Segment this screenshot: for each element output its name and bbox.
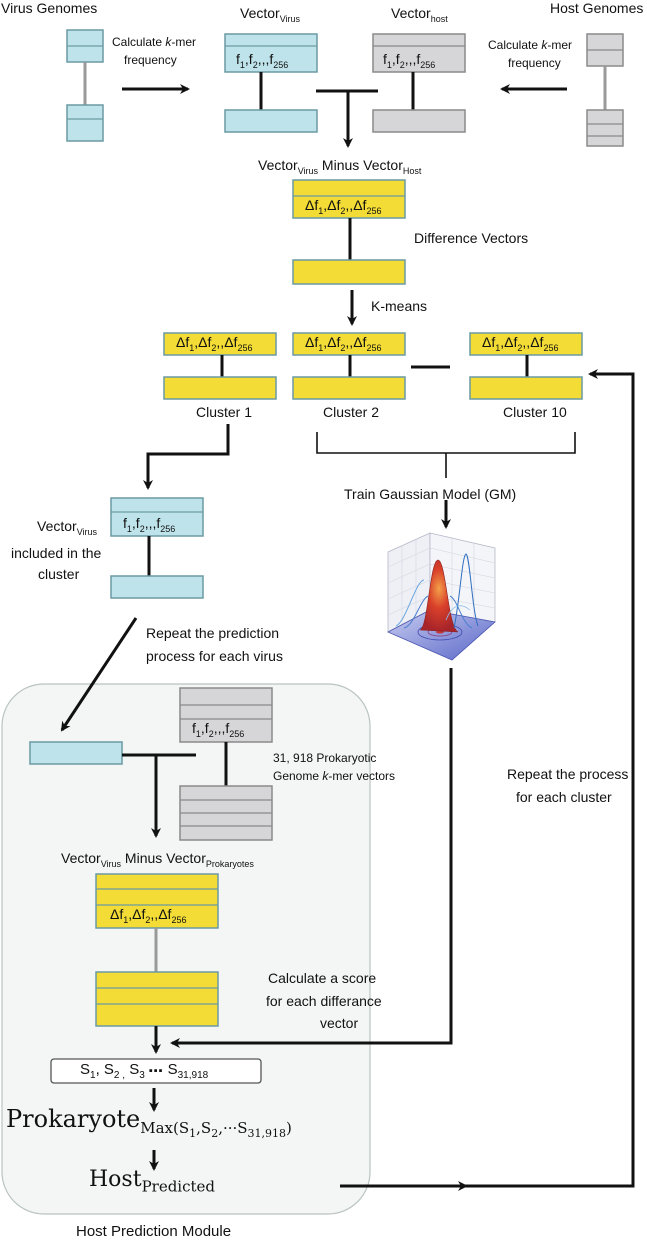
- host-genomes-title: Host Genomes: [550, 0, 644, 16]
- virus-genome-icon: [66, 29, 104, 142]
- prokaryotic-label-line2: Genome k-mer vectors: [273, 769, 396, 783]
- score-label-line2: for each differance: [266, 993, 382, 1009]
- scores-box: [50, 1058, 262, 1084]
- arrow-repeat-prediction: [60, 617, 138, 732]
- included-line2: cluster: [38, 566, 80, 582]
- module-difference-bottom: [95, 971, 219, 1027]
- host-predicted-formula: HostPredicted: [89, 1167, 216, 1196]
- vector-virus-cluster: [110, 497, 204, 599]
- score-label-line1: Calculate a score: [268, 970, 377, 986]
- difference-vectors-label: Difference Vectors: [414, 230, 529, 246]
- score-label-line3: vector: [320, 1015, 359, 1031]
- vector-virus-cluster-features: f1,f2,,,f256: [123, 515, 176, 534]
- repeat-loop-line: [340, 369, 635, 1188]
- calc-kmer-left-line2: frequency: [124, 53, 177, 67]
- module-difference-features: Δf1,Δf2,,Δf256: [110, 906, 187, 925]
- cluster-bracket: [316, 432, 576, 478]
- host-genome-icon: [586, 33, 624, 147]
- cluster2-label: Cluster 2: [323, 404, 380, 420]
- cluster1-features: Δf1,Δf2,,Δf256: [176, 334, 253, 353]
- module-virus-vector: [29, 741, 123, 765]
- calc-kmer-right-line1: Calculate k-mer: [488, 38, 573, 52]
- prokaryotic-vectors-top: [179, 687, 273, 786]
- difference-vector: [292, 179, 406, 285]
- minus-label-module: VectorVirus Minus VectorProkaryotes: [61, 850, 254, 869]
- vector-virus-features: f1,f2,,,f256: [236, 51, 289, 70]
- cluster10-features: Δf1,Δf2,,Δf256: [482, 334, 559, 353]
- vector-virus-included-label: VectorVirus: [37, 518, 98, 537]
- virus-genomes-title: Virus Genomes: [1, 0, 98, 16]
- cluster-1-vector: [163, 332, 277, 400]
- arrow-gm-to-score: [170, 668, 453, 1048]
- difference-features: Δf1,Δf2,,Δf256: [305, 197, 382, 216]
- calc-kmer-left-line1: Calculate k-mer: [112, 35, 197, 49]
- vector-host-features: f1,f2,,,f256: [383, 51, 436, 70]
- vector-virus-top: [224, 33, 318, 133]
- vector-virus-label: VectorVirus: [240, 5, 301, 24]
- cluster-10-vector: [469, 332, 583, 400]
- cluster2-features: Δf1,Δf2,,Δf256: [305, 334, 382, 353]
- repeat-prediction-line1: Repeat the prediction: [146, 625, 280, 641]
- cluster-2-vector: [292, 332, 406, 400]
- arrow-cluster1-down: [143, 424, 230, 490]
- vector-host-top: [372, 33, 466, 133]
- prokaryote-max-formula: ProkaryoteMax(S1,S2,···S31,918): [6, 1105, 292, 1140]
- repeat-prediction-line2: process for each virus: [146, 648, 283, 664]
- vector-host-label: Vectorhost: [391, 5, 448, 24]
- minus-label-top: VectorVirus Minus VectorHost: [258, 157, 422, 176]
- cluster1-label: Cluster 1: [196, 404, 253, 420]
- prokaryotic-vectors-bottom: [179, 785, 273, 841]
- included-line1: included in the: [11, 545, 102, 561]
- module-title: Host Prediction Module: [76, 1223, 232, 1240]
- repeat-cluster-line1: Repeat the process: [507, 766, 629, 782]
- cluster10-label: Cluster 10: [503, 404, 567, 420]
- repeat-cluster-line2: for each cluster: [516, 789, 612, 805]
- train-gm-label: Train Gaussian Model (GM): [344, 486, 517, 502]
- prokaryotic-label-line1: 31, 918 Prokaryotic: [273, 751, 377, 765]
- scores-list: S1, S2 , S3 ▪▪▪ S31,918: [80, 1061, 209, 1081]
- calc-kmer-right-line2: frequency: [508, 56, 561, 70]
- module-difference-top: [95, 873, 219, 972]
- kmeans-label: K-means: [371, 298, 428, 314]
- gaussian-model-plot: [387, 532, 496, 661]
- prokaryotic-features: f1,f2,,,f256: [192, 720, 245, 739]
